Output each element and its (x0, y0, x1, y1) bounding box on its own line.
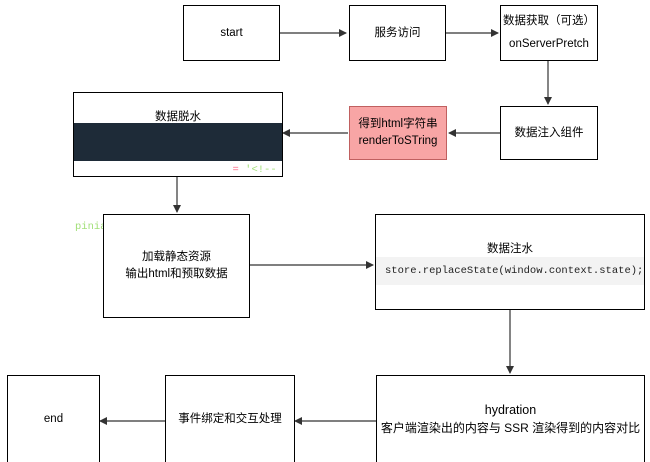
node-water-inject[interactable]: 数据注水 store.replaceState(window.context.s… (375, 214, 645, 310)
node-service-access-label: 服务访问 (374, 26, 421, 39)
node-event-bind-label: 事件绑定和交互处理 (178, 412, 282, 425)
dehydrate-code-line-1: window.__INITIAL_STATE__ = '<!-- (75, 161, 282, 180)
node-hydration[interactable]: hydration 客户端渲染出的内容与 SSR 渲染得到的内容对比 (376, 375, 645, 462)
node-data-fetch[interactable]: 数据获取（可选） onServerPretch (500, 5, 598, 61)
node-start-label: start (220, 26, 243, 39)
node-end[interactable]: end (7, 375, 100, 462)
node-render-to-string-line2: renderToSTring (358, 135, 438, 147)
node-water-inject-title: 数据注水 (487, 243, 533, 255)
node-render-to-string-line1: 得到html字符串 (358, 118, 438, 130)
node-service-access[interactable]: 服务访问 (349, 5, 446, 61)
node-inject-component-label: 数据注入组件 (514, 126, 584, 139)
code-prefix: window.__INITIAL_STATE__ (75, 164, 227, 176)
node-dehydrate[interactable]: 数据脱水 window.__INITIAL_STATE__ = '<!-- pi… (73, 92, 283, 233)
node-data-fetch-line2: onServerPretch (509, 38, 589, 50)
node-load-assets[interactable]: 加载静态资源 输出html和预取数据 (103, 214, 250, 318)
node-hydration-line1: hydration (484, 403, 537, 417)
node-dehydrate-title: 数据脱水 (155, 111, 201, 123)
node-load-assets-line1: 加载静态资源 (142, 251, 211, 263)
node-inject-component[interactable]: 数据注入组件 (500, 106, 598, 160)
node-start[interactable]: start (183, 5, 280, 61)
code-str-a: '<!-- (245, 164, 277, 176)
node-render-to-string[interactable]: 得到html字符串 renderToSTring (349, 106, 447, 160)
water-inject-code: store.replaceState(window.context.state)… (385, 265, 644, 277)
node-data-fetch-line1: 数据获取（可选） (503, 15, 595, 27)
dehydrate-code-block: window.__INITIAL_STATE__ = '<!-- pinia-s… (74, 123, 282, 233)
code-eq: = (226, 164, 246, 176)
node-event-bind[interactable]: 事件绑定和交互处理 (165, 375, 295, 462)
water-inject-code-block: store.replaceState(window.context.state)… (376, 257, 644, 285)
node-load-assets-line2: 输出html和预取数据 (125, 268, 228, 280)
node-end-label: end (43, 412, 64, 425)
node-hydration-line2: 客户端渲染出的内容与 SSR 渲染得到的内容对比 (380, 421, 641, 435)
